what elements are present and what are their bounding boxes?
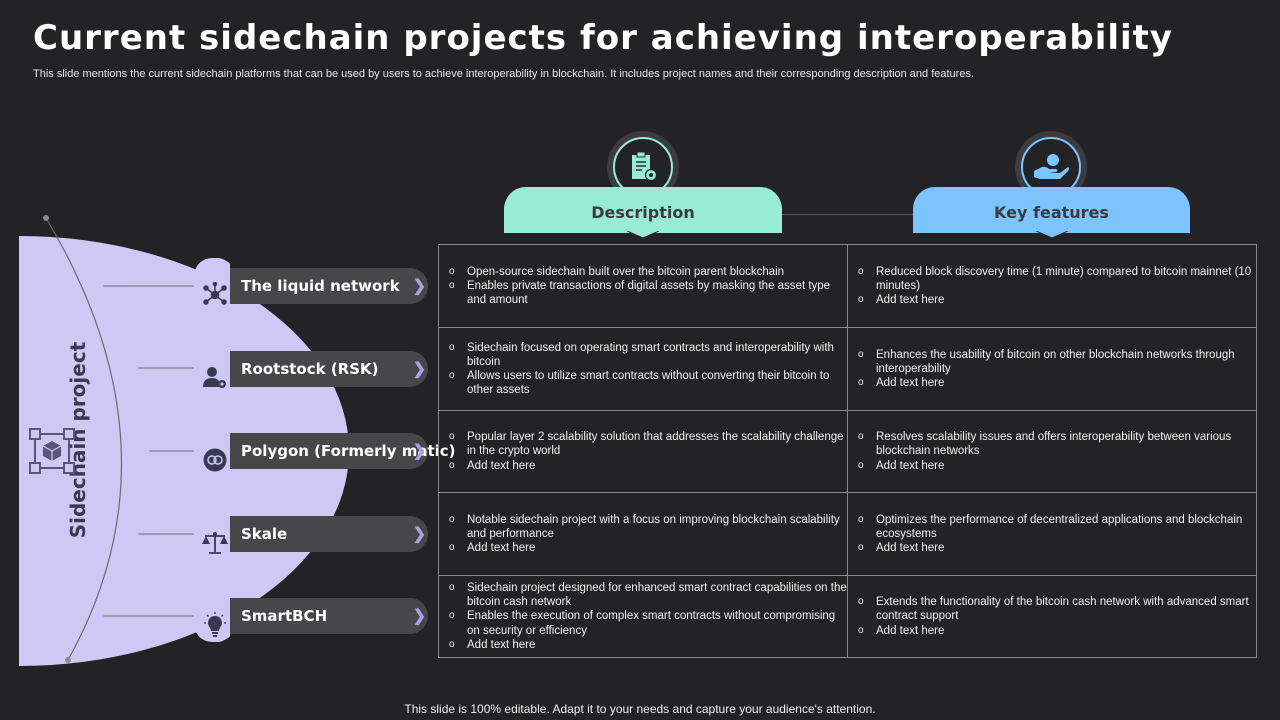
polygon-coin-icon: [203, 448, 227, 472]
chevron-right-icon: ❯: [412, 608, 426, 625]
description-cell: Notable sidechain project with a focus o…: [439, 493, 848, 576]
project-name: Rootstock (RSK): [241, 360, 379, 378]
description-cell: Open-source sidechain built over the bit…: [439, 245, 848, 328]
lightbulb-icon: [204, 612, 226, 637]
chevron-right-icon: ❯: [412, 443, 426, 460]
description-cell: Sidechain focused on operating smart con…: [439, 328, 848, 411]
list-item: Sidechain project designed for enhanced …: [449, 581, 847, 609]
list-item: Optimizes the performance of decentraliz…: [858, 513, 1256, 541]
clipboard-gear-icon: [632, 151, 658, 182]
list-item: Sidechain focused on operating smart con…: [449, 341, 847, 369]
column-header-label: Description: [591, 203, 695, 222]
chevron-down-icon: [1035, 231, 1068, 239]
list-item: Add text here: [858, 541, 1256, 555]
list-item: Add text here: [449, 459, 847, 473]
features-cell: Extends the functionality of the bitcoin…: [848, 576, 1256, 657]
features-cell: Resolves scalability issues and offers i…: [848, 411, 1256, 493]
list-item: Add text here: [858, 624, 1256, 638]
list-item: Allows users to utilize smart contracts …: [449, 369, 847, 397]
list-item: Resolves scalability issues and offers i…: [858, 430, 1256, 458]
column-header-features: Key features: [913, 187, 1190, 239]
hand-bitcoin-icon: [1034, 154, 1069, 179]
blockchain-cube-icon: [29, 428, 75, 474]
list-item: Enables private transactions of digital …: [449, 279, 847, 307]
project-name: The liquid network: [241, 277, 400, 295]
column-header-label: Key features: [994, 203, 1109, 222]
list-item: Extends the functionality of the bitcoin…: [858, 595, 1256, 623]
chevron-right-icon: ❯: [412, 278, 426, 295]
project-item-skale: Skale ❯: [194, 506, 428, 560]
project-item-smartbch: SmartBCH ❯: [194, 588, 428, 642]
list-item: Open-source sidechain built over the bit…: [449, 265, 847, 279]
project-item-liquid-network: The liquid network ❯: [194, 258, 428, 312]
header-connector: [782, 214, 913, 215]
list-item: Add text here: [449, 541, 847, 555]
project-name: Skale: [241, 525, 288, 543]
list-item: Enhances the usability of bitcoin on oth…: [858, 348, 1256, 376]
features-cell: Reduced block discovery time (1 minute) …: [848, 245, 1256, 328]
features-cell: Enhances the usability of bitcoin on oth…: [848, 328, 1256, 411]
column-header-description: Description: [504, 187, 782, 239]
chevron-right-icon: ❯: [412, 361, 426, 378]
description-cell: Sidechain project designed for enhanced …: [439, 576, 848, 657]
project-item-polygon: Polygon (Formerly matic) ❯: [194, 423, 456, 477]
user-gear-icon: [203, 367, 226, 388]
list-item: Enables the execution of complex smart c…: [449, 609, 847, 637]
list-item: Reduced block discovery time (1 minute) …: [858, 265, 1256, 293]
chevron-right-icon: ❯: [412, 526, 426, 543]
project-item-rootstock: Rootstock (RSK) ❯: [194, 341, 428, 395]
list-item: Add text here: [858, 376, 1256, 390]
list-item: Add text here: [449, 638, 847, 652]
project-name: SmartBCH: [241, 607, 328, 625]
list-item: Add text here: [858, 293, 1256, 307]
description-cell: Popular layer 2 scalability solution tha…: [439, 411, 848, 493]
balance-scale-icon: [202, 532, 228, 554]
network-nodes-icon: [203, 282, 227, 305]
project-name: Polygon (Formerly matic): [241, 442, 456, 460]
list-item: Notable sidechain project with a focus o…: [449, 513, 847, 541]
chevron-down-icon: [627, 231, 659, 239]
page-title: Current sidechain projects for achieving…: [33, 18, 1174, 58]
list-item: Popular layer 2 scalability solution tha…: [449, 430, 847, 458]
features-cell: Optimizes the performance of decentraliz…: [848, 493, 1256, 576]
footer-note: This slide is 100% editable. Adapt it to…: [404, 702, 876, 716]
page-subtitle: This slide mentions the current sidechai…: [33, 68, 975, 80]
list-item: Add text here: [858, 459, 1256, 473]
project-table: Open-source sidechain built over the bit…: [438, 244, 1257, 658]
